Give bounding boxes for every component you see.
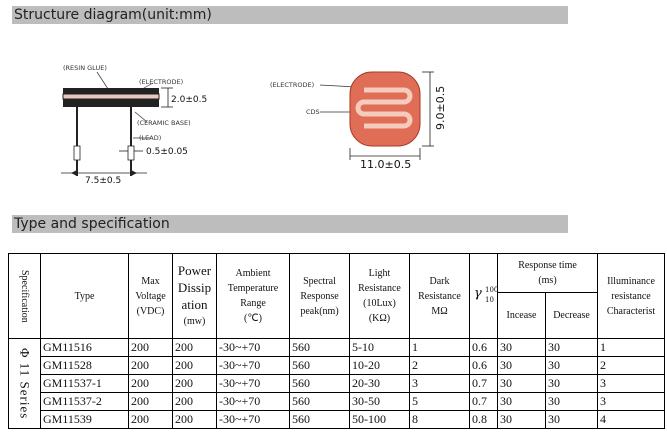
cell-increase: 30 — [497, 374, 546, 393]
cell-type: GM11528 — [40, 356, 129, 375]
cell-gamma: 0.6 — [469, 338, 498, 357]
table-row: GM11537-1 200 200 -30~+70 560 20-30 3 0.… — [9, 374, 666, 393]
cell-gamma: 0.7 — [469, 392, 498, 411]
cell-light: 30-50 — [349, 392, 410, 411]
header-specification: Specification — [8, 253, 41, 339]
cell-decrease: 30 — [544, 392, 599, 411]
table-header-row: Specification Type Max Voltage (VDC) Pow… — [8, 252, 666, 339]
cell-light: 5-10 — [349, 338, 410, 357]
cell-voltage: 200 — [128, 410, 173, 429]
cell-light: 20-30 — [349, 374, 410, 393]
cell-increase: 30 — [497, 338, 546, 357]
header-response-time: Response time (ms) — [496, 252, 599, 294]
label-cds: CDS — [306, 108, 320, 116]
cell-temp: -30~+70 — [216, 374, 290, 393]
cell-characteristic: 3 — [597, 374, 666, 393]
cell-type: GM11537-2 — [40, 392, 129, 411]
cell-gamma: 0.6 — [469, 356, 498, 375]
cell-power: 200 — [172, 374, 217, 393]
label-height: 2.0±0.5 — [171, 95, 207, 105]
cell-power: 200 — [172, 410, 217, 429]
label-width: 11.0±0.5 — [360, 158, 411, 171]
spec-table: Specification Type Max Voltage (VDC) Pow… — [8, 252, 666, 429]
cell-voltage: 200 — [128, 356, 173, 375]
header-type: Type — [40, 253, 129, 339]
cell-gamma: 0.8 — [469, 410, 498, 429]
section-title-type-spec: Type and specification — [12, 215, 568, 233]
cell-characteristic: 3 — [597, 392, 666, 411]
cell-gamma: 0.7 — [469, 374, 498, 393]
header-increase: Incease — [497, 292, 546, 339]
cell-decrease: 30 — [544, 338, 599, 357]
header-max-voltage: Max Voltage (VDC) — [128, 253, 173, 339]
cell-spectral: 560 — [289, 356, 350, 375]
cell-voltage: 200 — [128, 392, 173, 411]
cell-light: 50-100 — [349, 410, 410, 429]
cell-decrease: 30 — [544, 374, 599, 393]
cell-temp: -30~+70 — [216, 338, 290, 357]
label-pitch: 7.5±0.5 — [85, 176, 121, 186]
cell-power: 200 — [172, 392, 217, 411]
cell-light: 10-20 — [349, 356, 410, 375]
header-light-resistance: Light Resistance (10Lux) (KΩ) — [349, 253, 410, 339]
cell-type: GM11537-1 — [40, 374, 129, 393]
cell-type: GM11516 — [40, 338, 129, 357]
cell-power: 200 — [172, 338, 217, 357]
header-gamma: γ 100 10 — [469, 253, 498, 339]
section-title-structure: Structure diagram(unit:mm) — [12, 6, 568, 24]
label-ceramic-base: (CERAMIC BASE) — [137, 119, 191, 127]
header-ambient: Ambient Temperature Range (℃) — [216, 253, 290, 339]
cell-dark: 5 — [409, 392, 470, 411]
cell-characteristic: 4 — [597, 410, 666, 429]
cell-increase: 30 — [497, 392, 546, 411]
section-title-text: Type and specification — [14, 216, 170, 232]
cell-decrease: 30 — [544, 410, 599, 429]
table-row: GM11539 200 200 -30~+70 560 50-100 8 0.8… — [9, 410, 666, 429]
cell-type: GM11539 — [40, 410, 129, 429]
top-view-diagram: (ELECTRODE) CDS 11.0±0.5 9.0±0.5 — [270, 71, 447, 171]
table-row: Φ 11 Series GM11516 200 200 -30~+70 560 … — [8, 338, 666, 429]
cell-temp: -30~+70 — [216, 410, 290, 429]
cell-temp: -30~+70 — [216, 392, 290, 411]
table-row: GM11528 200 200 -30~+70 560 10-20 2 0.6 … — [9, 356, 666, 375]
label-height-right: 9.0±0.5 — [434, 86, 447, 130]
cell-spectral: 560 — [289, 338, 350, 357]
cell-dark: 8 — [409, 410, 470, 429]
header-spectral: Spectral Response peak(nm) — [289, 253, 350, 339]
header-dark-resistance: Dark Resistance MΩ — [409, 253, 470, 339]
label-resin-glue: (RESIN GLUE) — [63, 64, 107, 72]
label-electrode-left: (ELECTRODE) — [139, 78, 183, 86]
cell-increase: 30 — [497, 356, 546, 375]
side-view-diagram: (RESIN GLUE) (ELECTRODE) 2.0±0.5 (CERAMI… — [61, 64, 207, 186]
cell-decrease: 30 — [544, 356, 599, 375]
cell-dark: 3 — [409, 374, 470, 393]
cell-voltage: 200 — [128, 374, 173, 393]
table-row: GM11537-2 200 200 -30~+70 560 30-50 5 0.… — [9, 392, 666, 411]
header-illuminance: Illuminance resistance Characterist — [597, 253, 666, 339]
cell-voltage: 200 — [128, 338, 173, 357]
cell-characteristic: 1 — [597, 338, 666, 357]
label-electrode-right: (ELECTRODE) — [270, 81, 314, 89]
section-title-text: Structure diagram(unit:mm) — [14, 7, 212, 23]
cell-temp: -30~+70 — [216, 356, 290, 375]
cell-increase: 30 — [497, 410, 546, 429]
cell-dark: 1 — [409, 338, 470, 357]
header-power: Power Dissip ation (mw) — [172, 253, 217, 339]
cell-spectral: 560 — [289, 410, 350, 429]
cell-spectral: 560 — [289, 392, 350, 411]
label-lead-dia: 0.5±0.05 — [146, 147, 188, 157]
cell-dark: 2 — [409, 356, 470, 375]
cell-characteristic: 2 — [597, 356, 666, 375]
series-label-cell: Φ 11 Series — [8, 338, 41, 429]
cell-spectral: 560 — [289, 374, 350, 393]
label-lead: (LEAD) — [139, 134, 161, 142]
header-decrease: Decrease — [544, 292, 599, 339]
cell-power: 200 — [172, 356, 217, 375]
